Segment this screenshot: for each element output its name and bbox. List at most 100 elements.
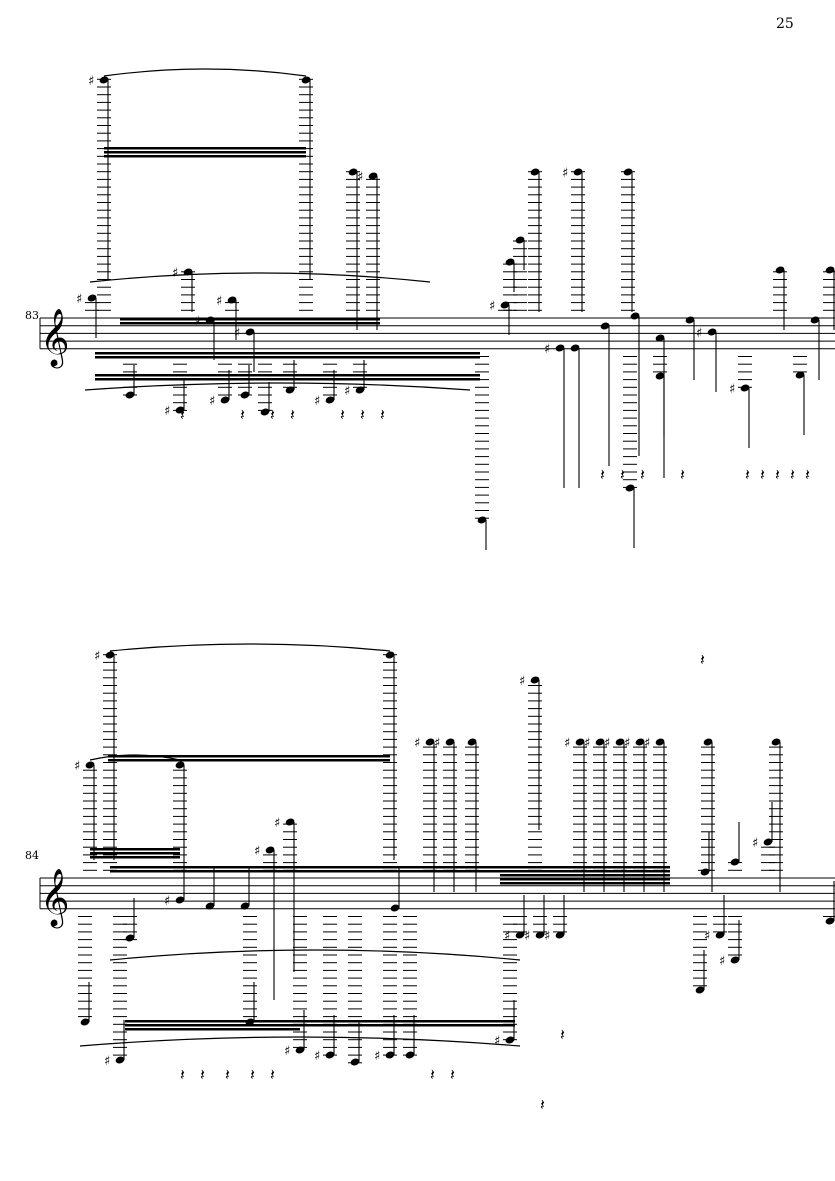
rest-icon: 𝄽 [620, 465, 625, 484]
rest-icon: 𝄽 [270, 405, 275, 424]
note-head [703, 738, 713, 746]
rest-icon: 𝄽 [200, 1065, 205, 1084]
sharp-icon: ♯ [76, 292, 82, 307]
note-head [301, 76, 311, 84]
note-head [655, 738, 665, 746]
beam [125, 1028, 300, 1031]
note-head [205, 902, 215, 910]
sharp-icon: ♯ [194, 314, 200, 329]
beam [250, 1024, 515, 1027]
note-head [390, 904, 400, 912]
sharp-icon: ♯ [274, 816, 280, 831]
sharp-icon: ♯ [172, 266, 178, 281]
beam [120, 322, 380, 325]
beam [108, 759, 390, 762]
note-head [707, 328, 717, 336]
beam [500, 882, 670, 885]
note-head [763, 838, 773, 846]
rest-icon: 𝄽 [450, 1065, 455, 1084]
note-head [655, 334, 665, 342]
beam [500, 870, 670, 873]
slur [89, 754, 181, 761]
note-head [325, 396, 335, 404]
note-head [570, 344, 580, 352]
note-head [350, 1058, 360, 1066]
sharp-icon: ♯ [519, 674, 525, 689]
beam [95, 374, 480, 377]
treble-clef-icon: 𝄞 [40, 868, 70, 929]
beam [104, 155, 306, 158]
note-head [630, 312, 640, 320]
page-number: 25 [776, 16, 794, 32]
note-head [555, 344, 565, 352]
sharp-icon: ♯ [504, 929, 510, 944]
note-head [175, 896, 185, 904]
rest-icon: 𝄽 [360, 405, 365, 424]
note-head [530, 676, 540, 684]
beam [95, 356, 480, 359]
rest-icon: 𝄽 [290, 405, 295, 424]
treble-clef-icon: 𝄞 [40, 308, 70, 369]
note-head [515, 236, 525, 244]
beam [110, 870, 670, 873]
note-head [355, 386, 365, 394]
note-head [368, 172, 378, 180]
rest-icon: 𝄽 [700, 650, 705, 669]
beam [90, 848, 180, 851]
slur [109, 643, 391, 652]
slur [103, 68, 307, 77]
beam [104, 151, 306, 154]
rest-icon: 𝄽 [250, 1065, 255, 1084]
sharp-icon: ♯ [344, 384, 350, 399]
note-head [285, 386, 295, 394]
note-head [655, 372, 665, 380]
sharp-icon: ♯ [357, 170, 363, 185]
rest-icon: 𝄽 [560, 1025, 565, 1044]
slur [79, 1036, 521, 1047]
sharp-icon: ♯ [494, 1034, 500, 1049]
sharp-icon: ♯ [584, 736, 590, 751]
beam [90, 852, 180, 855]
note-head [600, 322, 610, 330]
note-head [575, 738, 585, 746]
sharp-icon: ♯ [752, 836, 758, 851]
sharp-icon: ♯ [644, 736, 650, 751]
rest-icon: 𝄽 [240, 405, 245, 424]
sharp-icon: ♯ [544, 342, 550, 357]
beam [90, 856, 180, 859]
rest-icon: 𝄽 [225, 1065, 230, 1084]
note-head [825, 266, 835, 274]
note-head [535, 931, 545, 939]
note-head [220, 396, 230, 404]
note-head [825, 917, 835, 925]
sharp-icon: ♯ [314, 394, 320, 409]
note-head [87, 294, 97, 302]
sharp-icon: ♯ [562, 166, 568, 181]
rest-icon: 𝄽 [380, 405, 385, 424]
rest-icon: 𝄽 [430, 1065, 435, 1084]
sharp-icon: ♯ [74, 759, 80, 774]
note-head [175, 761, 185, 769]
sharp-icon: ♯ [414, 736, 420, 751]
note-head [515, 931, 525, 939]
note-head [467, 738, 477, 746]
beam [120, 318, 380, 321]
sharp-icon: ♯ [284, 1044, 290, 1059]
sharp-icon: ♯ [434, 736, 440, 751]
note-head [99, 76, 109, 84]
sharp-icon: ♯ [704, 929, 710, 944]
sharp-icon: ♯ [544, 929, 550, 944]
note-head [730, 858, 740, 866]
rest-icon: 𝄽 [180, 405, 185, 424]
rest-icon: 𝄽 [340, 405, 345, 424]
rest-icon: 𝄽 [680, 465, 685, 484]
rest-icon: 𝄽 [600, 465, 605, 484]
note-head [500, 301, 510, 309]
beam [108, 755, 390, 758]
note-head [730, 956, 740, 964]
beam [250, 1020, 515, 1023]
beam [110, 866, 670, 869]
note-head [80, 1018, 90, 1026]
slur [84, 382, 471, 391]
note-head [425, 738, 435, 746]
